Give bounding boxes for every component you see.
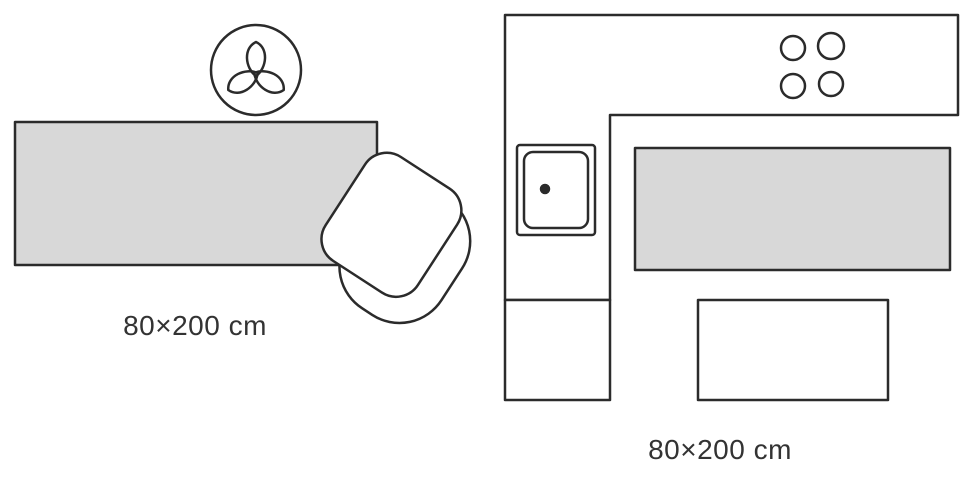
plant-icon [209, 23, 303, 117]
rug-right [633, 146, 952, 272]
right-rug-size-label: 80×200 cm [648, 434, 792, 465]
left-rug-size-label: 80×200 cm [123, 310, 267, 341]
rug-left [13, 120, 379, 267]
stove-burners-icon [779, 31, 846, 100]
sink-icon [515, 143, 597, 237]
counter-lower-unit [503, 298, 612, 402]
chair-icon [320, 151, 472, 325]
kitchen-table [696, 298, 890, 402]
